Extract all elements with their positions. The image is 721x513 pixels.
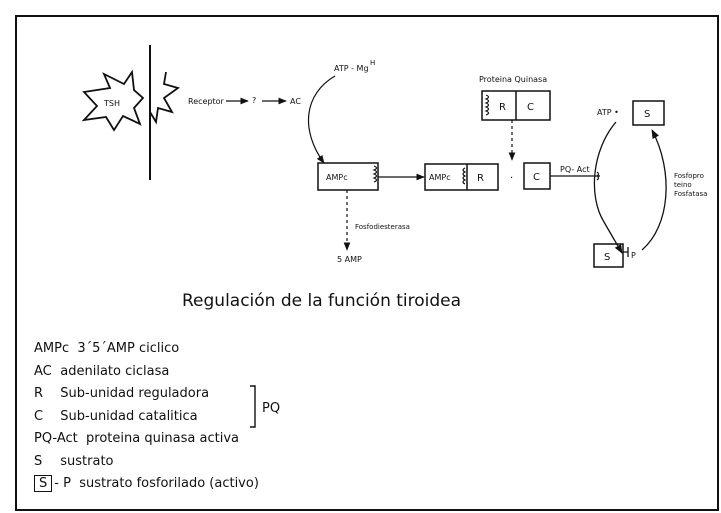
legend-text: proteina quinasa activa bbox=[86, 431, 239, 446]
ampc-binding-site bbox=[374, 166, 377, 182]
proteina-quinasa-label: Proteina Quinasa bbox=[479, 75, 547, 84]
legend-suffix: - P bbox=[54, 476, 71, 491]
receptor-label: Receptor bbox=[188, 97, 225, 106]
legend-text: Sub-unidad catalitica bbox=[60, 409, 197, 424]
legend-text: adenilato ciclasa bbox=[60, 364, 169, 379]
legend-text: Sub-unidad reguladora bbox=[60, 386, 209, 401]
ampc-label: AMPc bbox=[326, 173, 348, 182]
atp-s-label: ATP • bbox=[597, 108, 619, 117]
ac-label: AC bbox=[290, 97, 301, 106]
ampc-complex-label: AMPc bbox=[429, 173, 451, 182]
fosfoproteino-line-3: Fosfatasa bbox=[674, 190, 707, 198]
legend-boxed-s: S bbox=[34, 475, 52, 492]
pq-r-label: R bbox=[499, 102, 506, 113]
arrow-phosphorylation bbox=[594, 122, 622, 253]
tsh-label: TSH bbox=[103, 99, 120, 108]
legend-item-ampc: AMPc 3´5´AMP ciclico bbox=[34, 338, 259, 361]
pq-c-label: C bbox=[527, 102, 534, 113]
fosfoproteino-line-2: teino bbox=[674, 181, 692, 189]
legend-item-sp: S- P sustrato fosforilado (activo) bbox=[34, 473, 259, 496]
legend-text: sustrato fosforilado (activo) bbox=[79, 476, 259, 491]
legend-code: PQ-Act bbox=[34, 431, 78, 446]
complex-binding-site bbox=[463, 168, 465, 184]
arrow-dephosphorylation bbox=[642, 130, 666, 250]
legend-item-pq-act: PQ-Act proteina quinasa activa bbox=[34, 428, 259, 451]
c-free-label: C bbox=[533, 172, 540, 183]
pq-bracket: PQ bbox=[248, 384, 298, 429]
fosfoproteino-line-1: Fosfopro bbox=[674, 172, 704, 180]
legend-code: C bbox=[34, 406, 52, 429]
legend-code: R bbox=[34, 383, 52, 406]
legend-item-r: R Sub-unidad reguladora bbox=[34, 383, 259, 406]
pq-binding-site bbox=[486, 95, 489, 115]
diagram-title: Regulación de la función tiroidea bbox=[182, 291, 461, 311]
legend-item-c: C Sub-unidad catalitica bbox=[34, 406, 259, 429]
atp-mg-label: ATP - Mg bbox=[334, 64, 369, 73]
substrate-bottom-label: S bbox=[604, 252, 610, 263]
arrow-atp-to-ampc bbox=[308, 76, 335, 163]
phosphate-label: P bbox=[631, 251, 636, 260]
fosfodiesterasa-label: Fosfodiesterasa bbox=[355, 223, 410, 231]
r-complex-label: R bbox=[477, 173, 484, 184]
legend: AMPc 3´5´AMP ciclico AC adenilato ciclas… bbox=[34, 338, 259, 496]
question-mark: ? bbox=[252, 96, 256, 105]
legend-code: AC bbox=[34, 361, 52, 384]
dot-separator: · bbox=[510, 173, 513, 184]
legend-code: S bbox=[34, 451, 52, 474]
legend-text: 3´5´AMP ciclico bbox=[77, 341, 179, 356]
pq-bracket-label: PQ bbox=[262, 401, 280, 416]
legend-text: sustrato bbox=[60, 454, 113, 469]
substrate-top-label: S bbox=[644, 109, 650, 120]
legend-code: AMPc bbox=[34, 338, 69, 361]
pq-act-label: PQ- Act bbox=[560, 165, 590, 174]
receptor-shape bbox=[150, 72, 178, 122]
five-amp-label: 5 AMP bbox=[337, 255, 362, 264]
legend-item-ac: AC adenilato ciclasa bbox=[34, 361, 259, 384]
atp-mg-superscript: H bbox=[370, 59, 375, 67]
legend-item-s: S sustrato bbox=[34, 451, 259, 474]
